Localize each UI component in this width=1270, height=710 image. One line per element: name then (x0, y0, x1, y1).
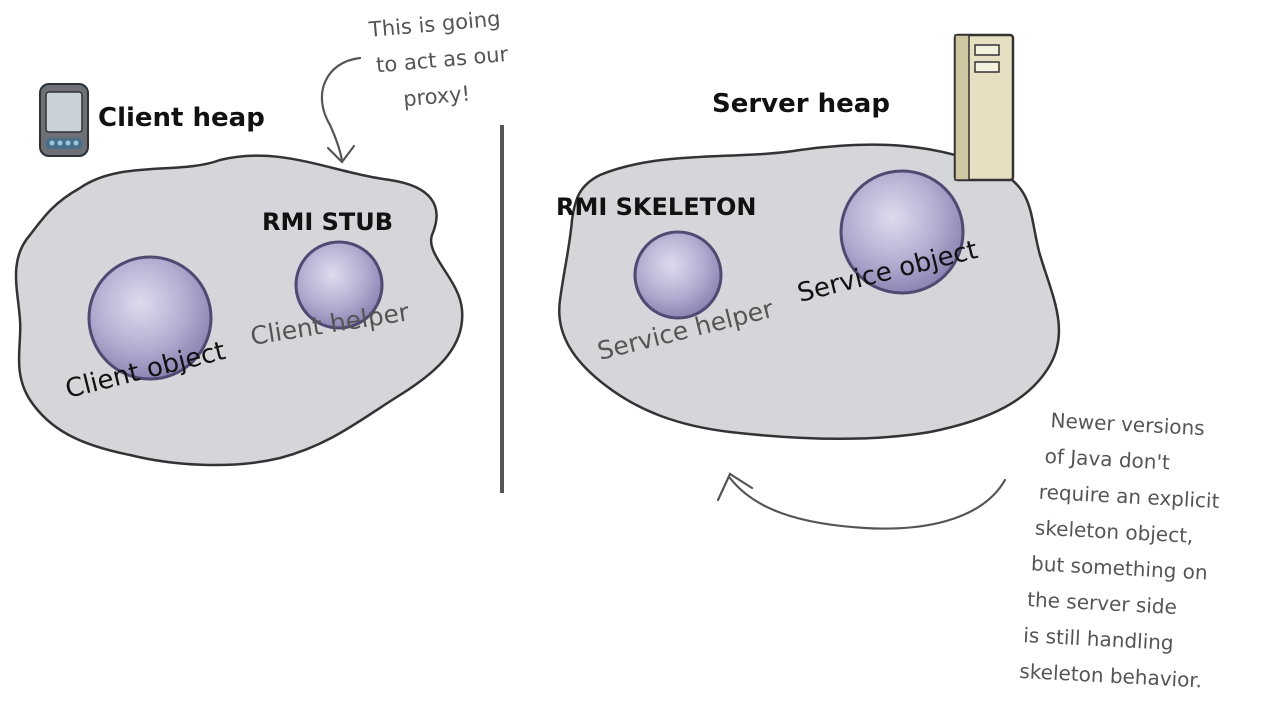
proxy-note-line-1: This is going (367, 7, 501, 42)
proxy-note: This is going to act as our proxy! (367, 6, 513, 114)
handheld-device-icon (40, 84, 88, 156)
skeleton-note-line-1: Newer versions (1050, 408, 1205, 440)
skeleton-note: Newer versions of Java don't require an … (1019, 407, 1224, 693)
server-tower-icon (955, 35, 1013, 180)
service-helper-sphere (635, 232, 721, 318)
rmi-stub-label: RMI STUB (262, 208, 393, 236)
skeleton-note-arrowhead (718, 474, 752, 500)
skeleton-note-line-7: is still handling (1023, 623, 1174, 655)
skeleton-note-line-6: the server side (1027, 587, 1178, 619)
server-heap-label: Server heap (712, 89, 890, 119)
skeleton-note-line-2: of Java don't (1044, 444, 1170, 475)
proxy-note-line-3: proxy! (402, 81, 471, 111)
proxy-note-arrow (322, 58, 360, 160)
client-heap-label: Client heap (98, 103, 265, 133)
skeleton-note-arrow (730, 478, 1005, 529)
rmi-skeleton-label: RMI SKELETON (556, 193, 756, 221)
skeleton-note-line-3: require an explicit (1038, 480, 1220, 513)
skeleton-note-line-4: skeleton object, (1034, 515, 1194, 547)
skeleton-note-line-8: skeleton behavior. (1019, 659, 1203, 693)
skeleton-note-line-5: but something on (1031, 551, 1209, 584)
proxy-note-line-2: to act as our (375, 42, 509, 77)
